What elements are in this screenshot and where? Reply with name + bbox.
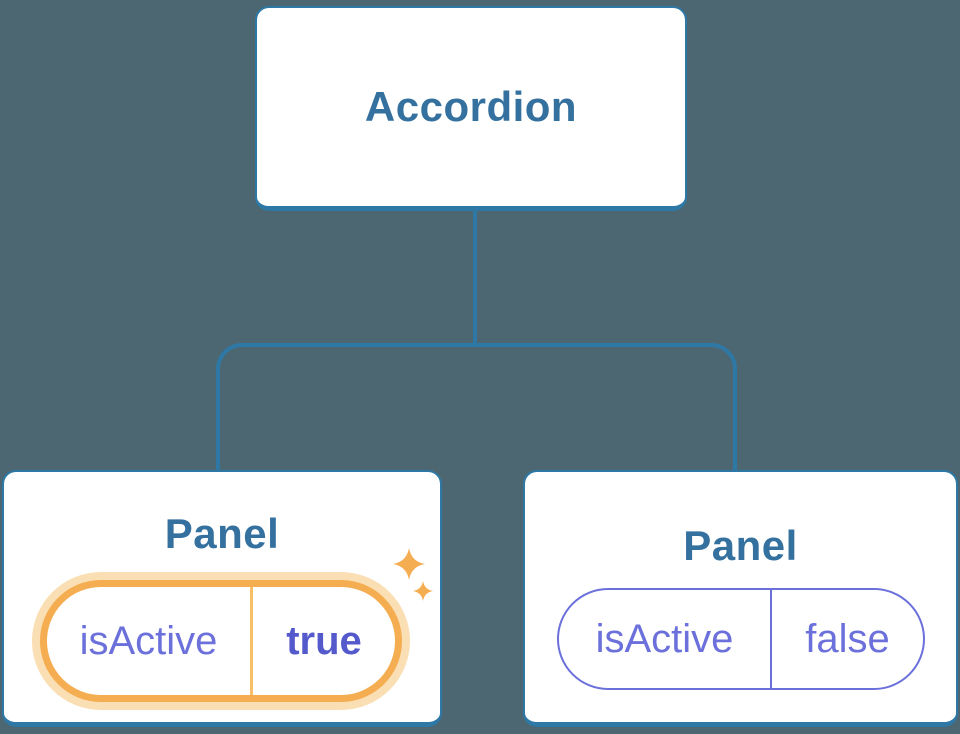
- panel-node-label: Panel: [683, 522, 798, 569]
- state-name-label: isActive: [79, 618, 218, 663]
- accordion-node: Accordion: [255, 6, 687, 211]
- state-value-label: true: [286, 618, 362, 663]
- pill-divider: [770, 590, 772, 688]
- state-pill-inactive: isActive false: [557, 588, 925, 690]
- sparkles-icon: [393, 548, 433, 601]
- connector-stem-line: [473, 209, 477, 347]
- connector-branch-line: [216, 343, 737, 471]
- panel-node-label: Panel: [164, 510, 280, 557]
- panel-node-inactive: Panel isActive false: [523, 470, 958, 727]
- state-name-label: isActive: [595, 616, 734, 661]
- pill-divider: [250, 587, 253, 695]
- panel-node-active: Panel isActive true: [2, 470, 442, 727]
- accordion-node-label: Accordion: [364, 83, 578, 130]
- state-pill-active: isActive true: [40, 580, 402, 702]
- state-value-label: false: [805, 616, 890, 661]
